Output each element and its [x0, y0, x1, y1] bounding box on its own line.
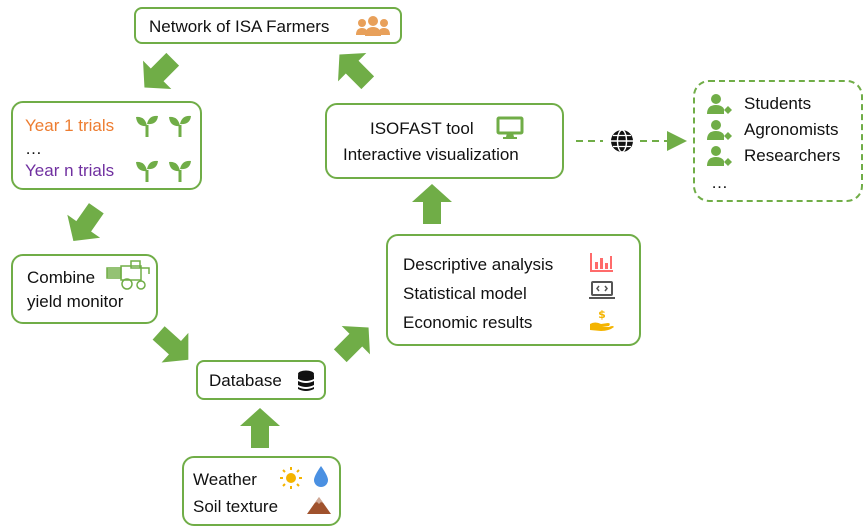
database-node: Database — [196, 360, 326, 400]
arrow-isofast-to-network — [338, 53, 375, 90]
arrow-database-to-analysis — [333, 326, 370, 363]
arrow-combine-to-database — [152, 326, 189, 363]
arrow-network-to-trials — [143, 52, 180, 89]
people-group-icon — [356, 16, 390, 36]
arrow-inputs-to-database — [240, 408, 280, 448]
audience-node: Students Agronomists Researchers … — [693, 80, 863, 202]
globe-icon — [611, 129, 633, 153]
laptop-code-icon — [589, 281, 615, 299]
monitor-icon — [496, 116, 524, 139]
analysis-node: Descriptive analysis Statistical model E… — [386, 234, 641, 346]
mountain-icon — [307, 497, 331, 514]
trials-year-n: Year n trials — [25, 161, 115, 180]
isofast-title: ISOFAST tool — [370, 119, 474, 138]
audience-agronomists: Agronomists — [744, 120, 839, 139]
network-title: Network of ISA Farmers — [149, 17, 330, 36]
seedling-icon — [169, 115, 191, 137]
svg-text:$: $ — [598, 308, 606, 321]
seedling-icon — [169, 160, 191, 182]
analysis-statistical-model: Statistical model — [403, 284, 527, 303]
inputs-node: Weather Soil texture — [182, 456, 341, 526]
network-node: Network of ISA Farmers — [134, 7, 402, 44]
database-icon — [298, 370, 314, 391]
isofast-node: ISOFAST tool Interactive visualization — [325, 103, 564, 179]
arrow-trials-to-combine — [67, 203, 104, 242]
bar-chart-icon — [590, 253, 613, 272]
trials-ellipsis: … — [25, 139, 42, 158]
analysis-descriptive: Descriptive analysis — [403, 255, 554, 274]
hand-money-icon: $ — [590, 308, 614, 331]
arrow-analysis-to-isofast — [412, 184, 452, 224]
seedling-icon — [136, 115, 158, 137]
sun-icon — [280, 467, 302, 489]
isofast-subtitle: Interactive visualization — [343, 145, 519, 164]
combine-node: Combine yield monitor — [11, 254, 158, 324]
database-title: Database — [209, 371, 282, 390]
combine-harvester-icon — [106, 260, 150, 290]
audience-researchers: Researchers — [744, 146, 841, 165]
inputs-weather: Weather — [193, 470, 257, 489]
inputs-soil-texture: Soil texture — [193, 497, 279, 516]
trials-node: Year 1 trials … Year n trials — [11, 101, 202, 190]
seedling-icon — [136, 160, 158, 182]
analysis-economic-results: Economic results — [403, 313, 533, 332]
water-drop-icon — [314, 466, 328, 487]
user-icon — [707, 120, 732, 140]
user-icon — [707, 146, 732, 166]
audience-ellipsis: … — [711, 173, 728, 192]
combine-label-1: Combine — [27, 268, 96, 287]
audience-students: Students — [744, 94, 812, 113]
user-icon — [707, 94, 732, 114]
trials-year-1: Year 1 trials — [25, 116, 115, 135]
combine-label-2: yield monitor — [27, 292, 124, 311]
